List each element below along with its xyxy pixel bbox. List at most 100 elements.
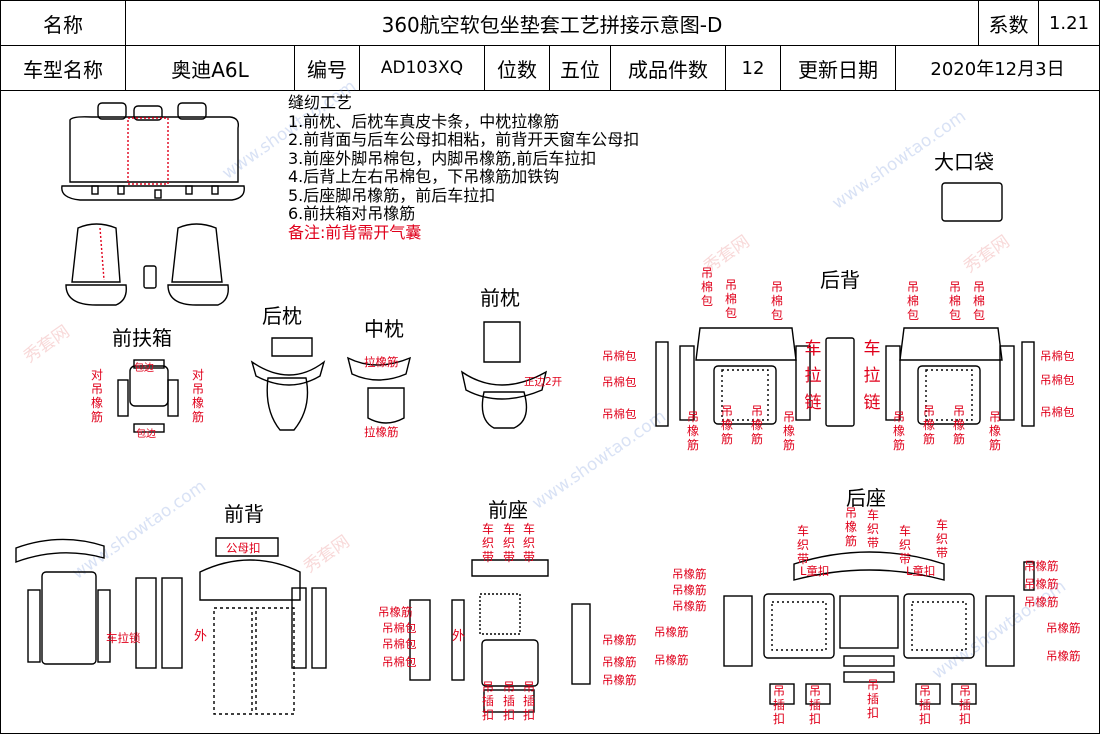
label-diao-xiang-jin: 吊橡筋 xyxy=(672,583,707,597)
label-che-zhi-dai: 车织带 xyxy=(796,524,809,566)
seats-label-cell: 位数 xyxy=(484,45,550,91)
date-label-cell: 更新日期 xyxy=(780,45,896,91)
note-line: 1.前枕、后枕车真皮卡条，中枕拉橡筋 xyxy=(288,111,560,131)
label-bao-bian: 包边 xyxy=(134,363,154,374)
note-line: 3.前座外脚吊棉包，内脚吊橡筋,前后车拉扣 xyxy=(288,148,597,168)
label-che-zhi-dai: 车织带 xyxy=(522,522,535,564)
section-mid-pillow: 中枕 xyxy=(364,317,404,341)
label-che-zhi-dai: 车织带 xyxy=(502,522,515,564)
label-diao-xiang-jin: 吊橡筋 xyxy=(654,625,689,639)
seats-value-cell: 五位 xyxy=(549,45,611,91)
label-diao-mian-bao: 吊棉包 xyxy=(1040,349,1075,363)
label-diao-xiang-jin: 吊橡筋 xyxy=(720,404,733,446)
section-front-back: 前背 xyxy=(224,502,264,526)
label-che-zhi-dai: 车织带 xyxy=(866,508,879,550)
label-diao-xiang-jin: 吊橡筋 xyxy=(782,410,795,452)
label-diao-xiang-jin: 吊橡筋 xyxy=(602,633,637,647)
label-che-la-suo: 车拉锁 xyxy=(106,631,141,645)
note-line: 6.前扶箱对吊橡筋 xyxy=(288,204,416,223)
label-la-xiang-jin: 拉橡筋 xyxy=(364,425,399,439)
notes-title: 缝纫工艺 xyxy=(288,93,353,112)
label-che-la-lian: 车拉链 xyxy=(863,339,881,413)
label-diao-cha-kou: 吊插扣 xyxy=(808,684,821,726)
label-diao-cha-kou: 吊插扣 xyxy=(918,684,931,726)
label-diao-xiang-jin: 吊橡筋 xyxy=(378,605,413,619)
label-che-zhi-dai: 车织带 xyxy=(481,522,494,564)
model-value: 奥迪A6L xyxy=(171,57,249,82)
label-diao-xiang-jin: 吊橡筋 xyxy=(1024,559,1059,573)
section-front-seat: 前座 xyxy=(488,498,528,522)
rear-seat-pieces xyxy=(723,551,1035,705)
label-diao-cha-kou: 吊插扣 xyxy=(772,684,785,726)
front-pillow-pieces xyxy=(460,321,548,429)
label-diao-xiang-jin: 吊橡筋 xyxy=(602,655,637,669)
label-diao-xiang-jin: 吊橡筋 xyxy=(672,567,707,581)
model-label-cell: 车型名称 xyxy=(0,45,126,91)
section-rear-seat: 后座 xyxy=(846,486,886,510)
rear-bench-overview xyxy=(61,102,245,201)
label-wai: 外 xyxy=(194,629,208,644)
rear-pillow-pieces xyxy=(250,337,326,431)
label-dui-diao-xiang-jin: 对吊橡筋 xyxy=(191,368,204,424)
label-diao-xiang-jin: 吊橡筋 xyxy=(922,404,935,446)
front-seats-overview xyxy=(65,223,229,306)
label-diao-mian-bao: 吊棉包 xyxy=(602,349,637,363)
label-diao-mian-bao: 吊棉包 xyxy=(906,280,919,322)
label-diao-xiang-jin: 吊橡筋 xyxy=(672,599,707,613)
section-big-pocket: 大口袋 xyxy=(934,150,994,174)
middle-pillow-pieces xyxy=(346,356,412,424)
label-diao-xiang-jin: 吊橡筋 xyxy=(1046,621,1081,635)
label-che-zhi-dai: 车织带 xyxy=(935,518,948,560)
label-zheng-bian-kai: 正边2开 xyxy=(524,376,563,388)
label-diao-xiang-jin: 吊橡筋 xyxy=(686,410,699,452)
front-armrest-pieces xyxy=(117,359,179,433)
big-pocket-piece xyxy=(941,182,1003,222)
coef-label: 系数 xyxy=(988,12,1029,37)
label-dui-diao-xiang-jin: 对吊橡筋 xyxy=(90,368,103,424)
label-l-tong-kou: L童扣 xyxy=(906,564,936,578)
label-diao-mian-bao: 吊棉包 xyxy=(382,621,417,635)
label-diao-mian-bao: 吊棉包 xyxy=(382,637,417,651)
label-wai: 外 xyxy=(452,629,466,644)
date-value: 2020年12月3日 xyxy=(930,59,1065,80)
label-diao-mian-bao: 吊棉包 xyxy=(770,280,783,322)
section-rear-pillow: 后枕 xyxy=(262,304,302,328)
section-front-pillow: 前枕 xyxy=(480,286,520,310)
label-diao-mian-bao: 吊棉包 xyxy=(724,278,737,320)
model-label: 车型名称 xyxy=(23,57,103,82)
label-diao-xiang-jin: 吊橡筋 xyxy=(1024,577,1059,591)
label-diao-mian-bao: 吊棉包 xyxy=(1040,405,1075,419)
label-diao-xiang-jin: 吊橡筋 xyxy=(892,410,905,452)
label-gong-mu-kou: 公母扣 xyxy=(226,541,261,555)
name-label: 名称 xyxy=(43,12,83,37)
label-bao-bian: 包边 xyxy=(136,429,156,440)
label-diao-cha-kou: 吊插扣 xyxy=(481,680,494,722)
label-diao-mian-bao: 吊棉包 xyxy=(602,407,637,421)
code-value: AD103XQ xyxy=(380,58,464,78)
front-back-pieces xyxy=(15,537,327,715)
label-che-la-lian: 车拉链 xyxy=(804,339,822,413)
front-seat-pieces xyxy=(409,559,591,713)
label-diao-cha-kou: 吊插扣 xyxy=(958,684,971,726)
label-diao-mian-bao: 吊棉包 xyxy=(1040,373,1075,387)
label-diao-xiang-jin: 吊橡筋 xyxy=(1046,649,1081,663)
sewing-notes: 缝纫工艺 1.前枕、后枕车真皮卡条，中枕拉橡筋 2.前背面与后车公母扣相粘，前背… xyxy=(288,93,639,242)
label-diao-cha-kou: 吊插扣 xyxy=(866,678,879,720)
label-diao-mian-bao: 吊棉包 xyxy=(382,655,417,669)
doc-title: 360航空软包坐垫套工艺拼接示意图-D xyxy=(381,12,723,37)
model-value-cell: 奥迪A6L xyxy=(125,45,295,91)
note-line: 4.后背上左右吊棉包，下吊橡筋加铁钩 xyxy=(288,167,560,186)
label-diao-xiang-jin: 吊橡筋 xyxy=(952,404,965,446)
coef-label-cell: 系数 xyxy=(978,0,1039,46)
label-diao-cha-kou: 吊插扣 xyxy=(502,680,515,722)
code-label: 编号 xyxy=(307,57,347,82)
seats-label: 位数 xyxy=(497,57,537,82)
label-diao-xiang-jin: 吊橡筋 xyxy=(1024,595,1059,609)
rear-back-pieces xyxy=(655,327,1035,427)
date-label: 更新日期 xyxy=(798,57,878,82)
pieces-label: 成品件数 xyxy=(628,57,708,82)
notes-remark: 备注:前背需开气囊 xyxy=(288,222,422,242)
seats-value: 五位 xyxy=(560,57,600,82)
label-diao-mian-bao: 吊棉包 xyxy=(700,266,713,308)
